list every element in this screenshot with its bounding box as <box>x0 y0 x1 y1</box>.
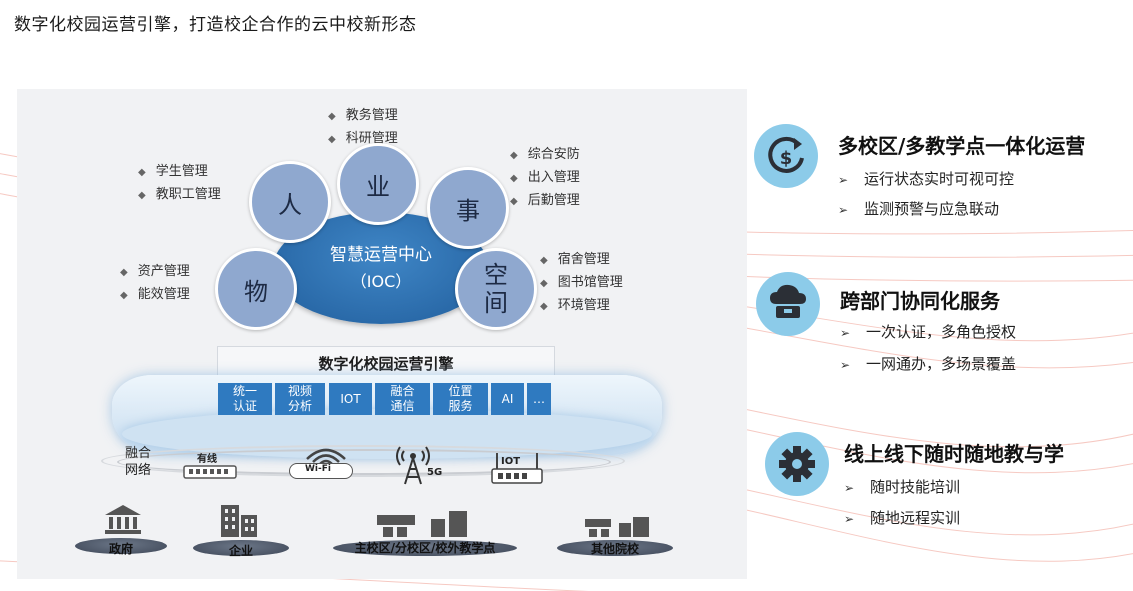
circle-things: 物 <box>215 248 297 330</box>
tile-location[interactable]: 位置服务 <box>433 383 488 415</box>
feature-item: ➢运行状态实时可视可控 <box>838 170 1015 188</box>
network-label: 融合 网络 <box>125 446 152 478</box>
5g-label: 5G <box>427 467 443 478</box>
arrow-icon: ➢ <box>844 512 855 526</box>
circle-business: 业 <box>337 143 419 225</box>
tile-video[interactable]: 视频分析 <box>275 383 325 415</box>
circle-people: 人 <box>249 161 331 243</box>
arrow-icon: ➢ <box>838 173 849 187</box>
wifi-router <box>289 463 353 479</box>
list-item: ◆后勤管理 <box>510 193 580 208</box>
platform-other-colleges: 其他院校 <box>590 542 639 556</box>
bullet-icon: ◆ <box>510 150 518 161</box>
svg-text:$: $ <box>780 148 793 169</box>
arrow-icon: ➢ <box>840 326 851 340</box>
arrow-icon: ➢ <box>838 203 849 217</box>
feature-title-2: 跨部门协同化服务 <box>840 289 1000 313</box>
bullet-icon: ◆ <box>120 267 128 278</box>
feature-item: ➢一次认证，多角色授权 <box>840 323 1017 341</box>
tile-comm[interactable]: 融合通信 <box>375 383 430 415</box>
academic-module-list: ◆教务管理 ◆科研管理 <box>328 105 398 151</box>
feature-item: ➢随地远程实训 <box>844 509 961 527</box>
5g-tower-icon <box>396 446 430 485</box>
people-module-list: ◆学生管理 ◆教职工管理 <box>138 161 221 207</box>
platform-disc <box>333 540 517 556</box>
platform-government: 政府 <box>108 542 133 556</box>
architecture-diagram: ◆教务管理 ◆科研管理 ◆学生管理 ◆教职工管理 ◆综合安防 ◆出入管理 ◆后勤… <box>17 89 747 579</box>
platform-enterprise: 企业 <box>228 544 253 558</box>
enterprise-building-icon <box>221 505 257 537</box>
list-item: ◆宿舍管理 <box>540 252 610 267</box>
list-item: ◆能效管理 <box>120 287 190 302</box>
tile-iot[interactable]: IOT <box>329 383 372 415</box>
bullet-icon: ◆ <box>510 173 518 184</box>
bullet-icon: ◆ <box>540 301 548 312</box>
bullet-icon: ◆ <box>120 290 128 301</box>
network-ring <box>101 445 625 477</box>
wired-label: 有线 <box>197 454 217 465</box>
arrow-icon: ➢ <box>840 358 851 372</box>
list-item: ◆环境管理 <box>540 298 610 313</box>
feature-title-3: 线上线下随时随地教与学 <box>844 442 1064 466</box>
platform-campus: 主校区/分校区/校外教学点 <box>354 541 496 555</box>
platform-disc <box>557 540 673 556</box>
bullet-icon: ◆ <box>328 111 336 122</box>
list-item: ◆教务管理 <box>328 108 398 123</box>
tile-ai[interactable]: AI <box>491 383 524 415</box>
other-college-icon <box>585 517 649 537</box>
bullet-icon: ◆ <box>540 278 548 289</box>
affairs-module-list: ◆综合安防 ◆出入管理 ◆后勤管理 <box>510 144 580 213</box>
assets-module-list: ◆资产管理 ◆能效管理 <box>120 261 190 307</box>
gear-icon <box>765 432 829 496</box>
feature-item: ➢一网通办，多场景覆盖 <box>840 355 1017 373</box>
bullet-icon: ◆ <box>138 167 146 178</box>
list-item: ◆资产管理 <box>120 264 190 279</box>
campus-buildings-icon <box>377 511 467 537</box>
circle-space: 空 间 <box>455 248 537 330</box>
bullet-icon: ◆ <box>328 134 336 145</box>
wifi-label: Wi-Fi <box>305 464 331 474</box>
ioc-title: 智慧运营中心 <box>330 245 432 265</box>
platform-disc <box>75 538 167 554</box>
feature-item: ➢随时技能培训 <box>844 478 961 496</box>
tile-more[interactable]: … <box>527 383 551 415</box>
list-item: ◆出入管理 <box>510 170 580 185</box>
iot-label: IOT <box>501 456 521 467</box>
list-item: ◆科研管理 <box>328 131 398 146</box>
space-module-list: ◆宿舍管理 ◆图书馆管理 ◆环境管理 <box>540 249 623 318</box>
circle-affairs: 事 <box>427 167 509 249</box>
bullet-icon: ◆ <box>540 255 548 266</box>
list-item: ◆教职工管理 <box>138 187 221 202</box>
bullet-icon: ◆ <box>138 190 146 201</box>
iot-gateway-icon <box>491 453 543 484</box>
platform-disc <box>193 540 289 556</box>
list-item: ◆学生管理 <box>138 164 208 179</box>
bullet-icon: ◆ <box>510 196 518 207</box>
feature-title-1: 多校区/多教学点一体化运营 <box>838 134 1086 158</box>
tile-auth[interactable]: 统一认证 <box>218 383 272 415</box>
government-building-icon <box>105 505 141 534</box>
dollar-cycle-icon: $ <box>754 124 818 188</box>
arrow-icon: ➢ <box>844 481 855 495</box>
engine-title: 数字化校园运营引擎 <box>318 355 454 373</box>
switch-icon <box>183 465 237 479</box>
network-ring-inner <box>117 449 611 475</box>
page-title: 数字化校园运营引擎，打造校企合作的云中校新形态 <box>14 15 417 35</box>
list-item: ◆综合安防 <box>510 147 580 162</box>
feature-item: ➢监测预警与应急联动 <box>838 200 1000 218</box>
cloud-box-icon <box>756 272 820 336</box>
list-item: ◆图书馆管理 <box>540 275 623 290</box>
ioc-subtitle: （IOC） <box>350 272 412 291</box>
